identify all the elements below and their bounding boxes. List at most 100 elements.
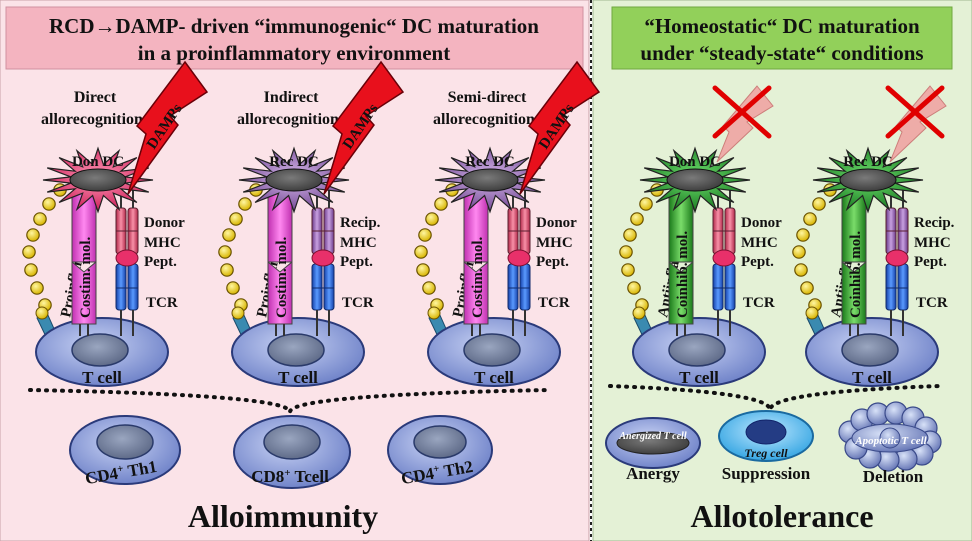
molecule-label: Costim. mol. [78,237,94,318]
dendritic-cell-nucleus [265,168,323,192]
peptide-label: Pept. [914,254,947,270]
cytokine-bead [226,281,240,295]
anergized-t-cell-label: Anergized T cell [618,431,686,442]
allorecognition-label-line2: allorecognition [237,111,339,128]
allorecognition-label-line2: allorecognition [433,111,535,128]
mhc-label: MHC [144,235,181,251]
mhc-label: MHC [340,235,377,251]
dendritic-cell-nucleus [666,168,724,192]
deletion-caption: Deletion [863,467,924,486]
outcome-treg-cell: Treg cell Suppression [718,410,814,483]
dendritic-cell-label: Rec DC [269,154,319,170]
cytokine-bead [639,197,653,211]
tcr-label: TCR [538,295,570,311]
allorecognition-label-line1: Direct [74,89,117,106]
apoptotic-body [879,427,901,449]
dendritic-cell-label: Don DC [669,154,721,170]
left-title-line1: RCD→DAMP- driven “immunogenic“ DC matura… [49,14,539,38]
cytokine-bead [623,228,637,242]
outcome-anergized-t-cell: Anergized T cell Anergy [605,417,701,483]
tcr-chain [712,263,724,311]
receptor-bound-cytokine [231,306,245,320]
dendritic-cell-label: Don DC [72,154,124,170]
dendritic-cell-label: Rec DC [843,154,893,170]
peptide-label: Pept. [340,254,373,270]
tcr-label: TCR [146,295,178,311]
cytokine-bead [792,245,806,259]
t-cell-label: T cell [278,368,318,387]
outcome-cd8-tcell-label: CD8+ Tcell [251,467,329,486]
dendritic-cell-nucleus [461,168,519,192]
tcr-label: TCR [743,295,775,311]
peptide [115,249,139,267]
suppression-caption: Suppression [722,464,811,483]
peptide-label: Pept. [144,254,177,270]
cytokine-bead [22,245,36,259]
cytokine-bead [229,212,243,226]
peptide-label: Pept. [741,254,774,270]
cytokine-bead [26,228,40,242]
right-title-box [611,6,953,70]
t-cell-nucleus [841,333,899,367]
cytokine-bead [812,197,826,211]
right-title-line1: “Homeostatic“ DC maturation [644,14,920,38]
t-cell-nucleus [463,333,521,367]
cytokine-bead [220,263,234,277]
t-cell-nucleus [71,333,129,367]
tcr-chain [115,263,127,311]
mhc-label: MHC [914,235,951,251]
tcr-chain [127,263,139,311]
dendritic-cell-label: Rec DC [465,154,515,170]
cytokine-bead [222,228,236,242]
t-cell-nucleus [267,333,325,367]
receptor-bound-cytokine [805,306,819,320]
cytokine-bead [627,281,641,295]
cytokine-bead [33,212,47,226]
alloimmunity-label: Alloimmunity [188,498,378,534]
cytokine-bead [434,197,448,211]
cytokine-bead [422,281,436,295]
cytokine-bead [800,281,814,295]
molecule-label: Costim. mol. [470,237,486,318]
semi-direct-allorecognition-column: Semi-directallorecognitionProinflam. Cyt… [414,60,601,387]
tcr-chain [519,263,531,311]
allorecognition-label-line2: allorecognition [41,111,143,128]
apoptotic-t-cell-label: Apoptotic T cell [854,435,927,447]
allorecognition-label-line1: Semi-direct [448,89,527,106]
mhc-origin-label: Donor [741,215,782,231]
mhc-label: MHC [741,235,778,251]
molecule-label: Coinhib. mol. [848,231,864,318]
indirect-allorecognition-column: IndirectallorecognitionProinflam. Cyt.T … [218,60,405,387]
peptide [712,249,736,267]
left-convergence-dots [28,388,550,413]
cross-mark [885,85,945,139]
receptor-bound-cytokine [427,306,441,320]
cytokine-bead [630,212,644,226]
tcr-label: TCR [916,295,948,311]
cytokine-bead [803,212,817,226]
left-title-box [5,6,584,70]
molecule-lower-bar [668,260,694,325]
t-cell-nucleus [668,333,726,367]
right-title-line2: under “steady-state“ conditions [640,41,923,65]
tcr-label: TCR [342,295,374,311]
outcome-cd8-tcell: CD8+ Tcell [233,415,351,489]
t-cell-label: T cell [82,368,122,387]
outcome-apoptotic-t-cell: Apoptotic T cell Deletion [838,401,942,486]
mhc-origin-label: Recip. [914,215,955,231]
anergy-caption: Anergy [626,464,680,483]
cytokine-bead [796,228,810,242]
molecule-lower-bar [463,260,489,325]
mhc-origin-label: Donor [536,215,577,231]
tcr-chain [507,263,519,311]
receptor-bound-cytokine [35,306,49,320]
molecule-lower-bar [71,260,97,325]
cytokine-bead [425,212,439,226]
cytokine-bead [238,197,252,211]
cytokine-bead [619,245,633,259]
treg-cell-label: Treg cell [744,446,788,460]
mhc-label: MHC [536,235,573,251]
